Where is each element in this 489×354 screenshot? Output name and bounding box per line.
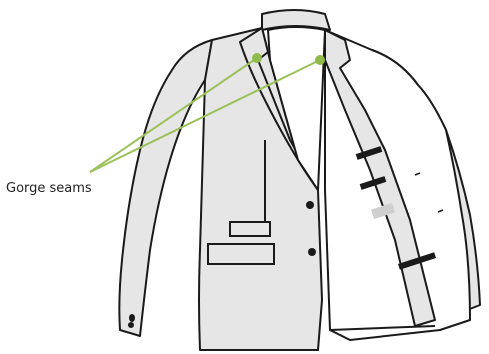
- front-button: [306, 201, 314, 209]
- flap-pocket: [208, 244, 274, 264]
- cuff-button: [129, 314, 135, 322]
- flap-pocket: [230, 222, 270, 236]
- gorge-seam-marker-left: [252, 53, 262, 63]
- callout-label: Gorge seams: [6, 181, 92, 196]
- gorge-seam-marker-right: [315, 55, 325, 65]
- cuff-button: [128, 322, 134, 328]
- front-button: [308, 248, 316, 256]
